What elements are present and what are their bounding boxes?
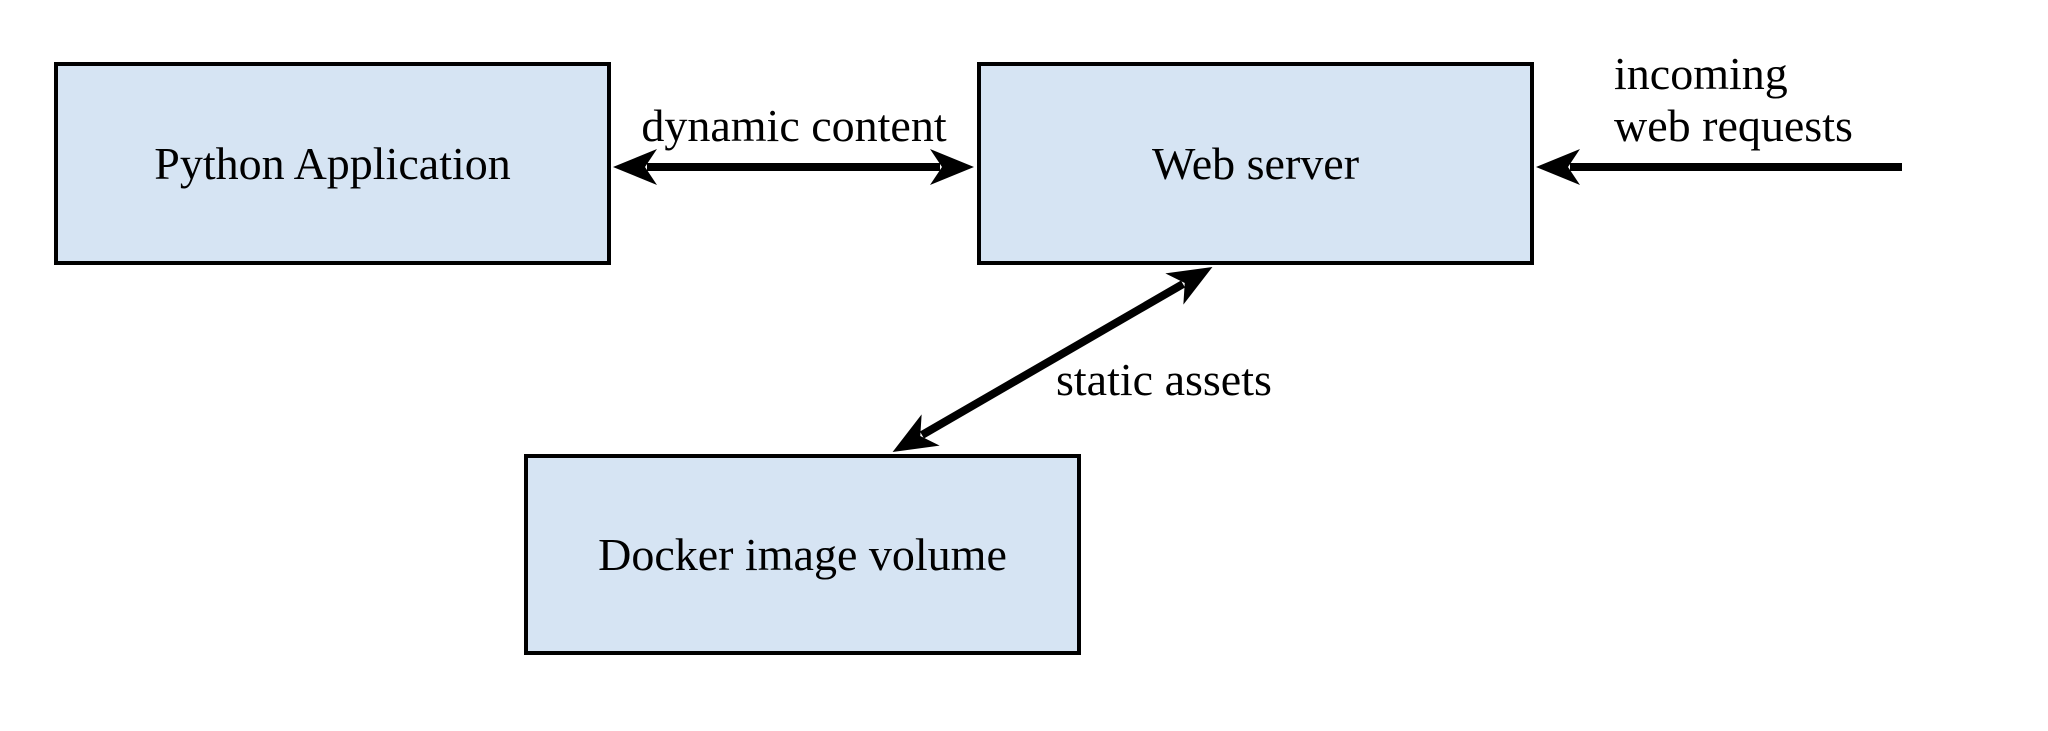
node-docker-image-volume: Docker image volume <box>524 454 1081 655</box>
node-web-server: Web server <box>977 62 1534 265</box>
edge-label-incoming-web-requests: incoming web requests <box>1614 48 1853 151</box>
edge-label-dynamic-content: dynamic content <box>641 100 947 151</box>
edge-label-static-assets: static assets <box>1056 354 1272 405</box>
node-python-application: Python Application <box>54 62 611 265</box>
node-docker-image-volume-label: Docker image volume <box>598 528 1007 580</box>
node-python-application-label: Python Application <box>154 137 511 189</box>
node-web-server-label: Web server <box>1151 137 1360 189</box>
